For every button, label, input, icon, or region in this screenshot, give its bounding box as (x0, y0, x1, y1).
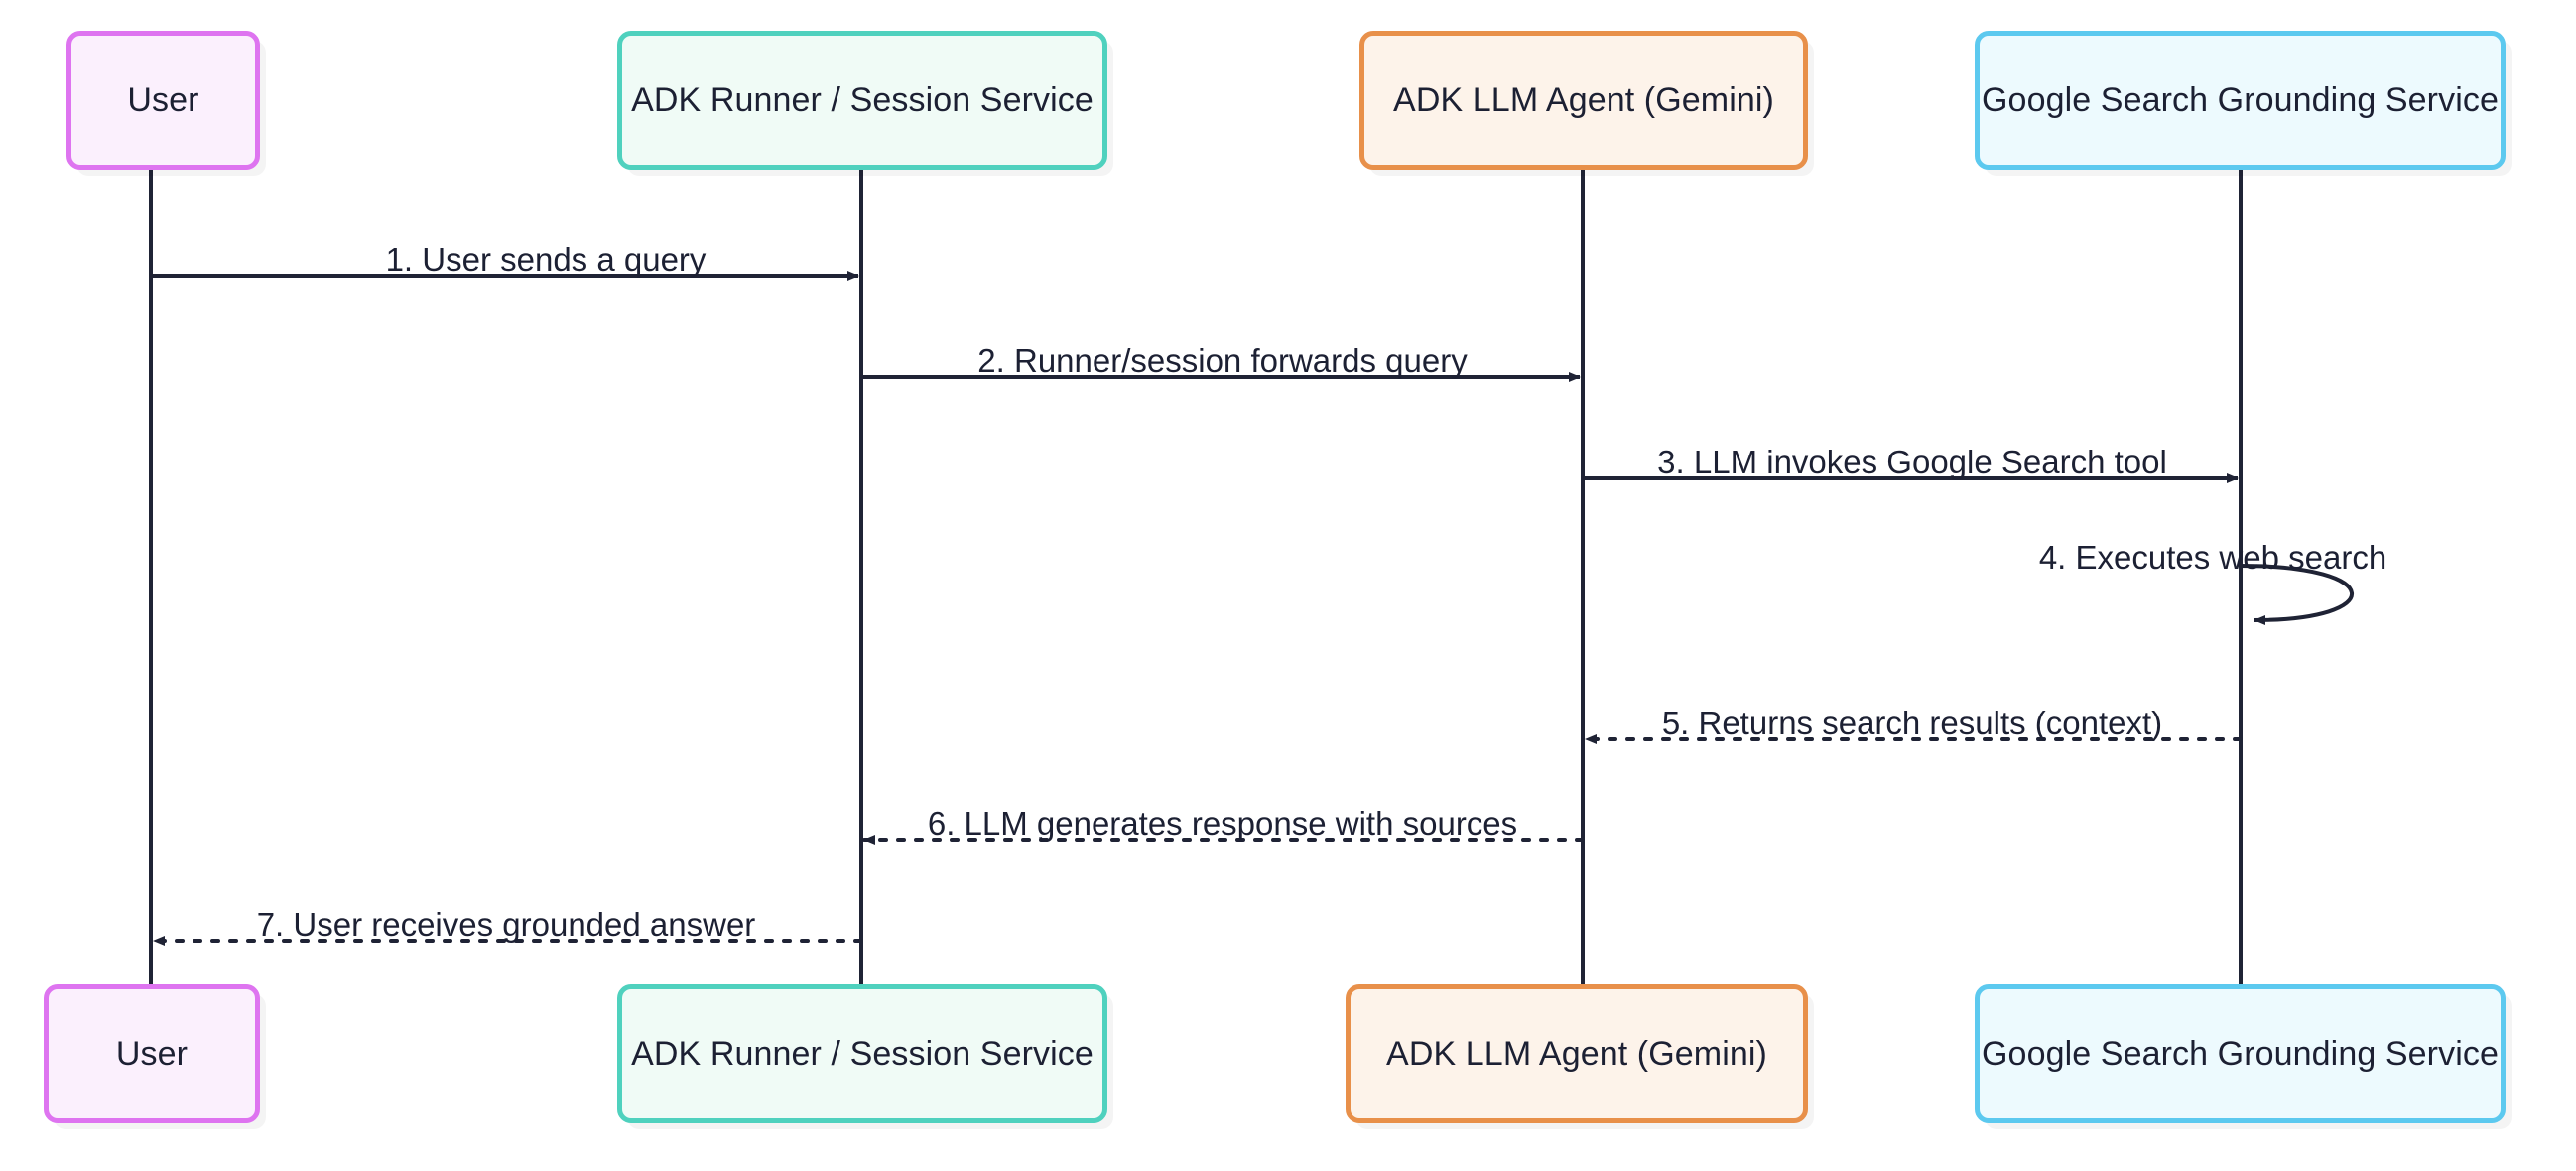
message-label-3: 3. LLM invokes Google Search tool (1657, 444, 2167, 480)
lifelines-group (149, 170, 2243, 984)
participant-footer-box-user[interactable]: User (44, 984, 260, 1123)
participant-box-runner[interactable]: ADK Runner / Session Service (617, 31, 1107, 170)
message-label-2: 2. Runner/session forwards query (977, 342, 1468, 379)
participant-label-agent: ADK LLM Agent (Gemini) (1393, 81, 1774, 119)
message-label-5: 5. Returns search results (context) (1661, 705, 2163, 741)
participant-box-user[interactable]: User (66, 31, 260, 170)
participant-footer-box-search[interactable]: Google Search Grounding Service (1975, 984, 2506, 1123)
participant-footer-box-agent[interactable]: ADK LLM Agent (Gemini) (1346, 984, 1808, 1123)
participant-footer-label-search: Google Search Grounding Service (1982, 1035, 2499, 1073)
messages-group (151, 271, 2354, 946)
message-label-4: 4. Executes web search (2038, 539, 2387, 576)
participant-footer-label-user: User (115, 1035, 189, 1073)
participant-footer-label-agent: ADK LLM Agent (Gemini) (1386, 1035, 1767, 1073)
message-label-7: 7. User receives grounded answer (256, 906, 756, 943)
participant-footer-label-runner: ADK Runner / Session Service (631, 1035, 1094, 1073)
participant-label-runner: ADK Runner / Session Service (631, 81, 1094, 119)
message-arrow-4 (2240, 564, 2354, 625)
message-label-6: 6. LLM generates response with sources (927, 805, 1518, 842)
participant-footer-box-runner[interactable]: ADK Runner / Session Service (617, 984, 1107, 1123)
participant-label-user: User (127, 81, 199, 119)
participant-box-agent[interactable]: ADK LLM Agent (Gemini) (1359, 31, 1808, 170)
participant-label-search: Google Search Grounding Service (1982, 81, 2499, 119)
message-label-1: 1. User sends a query (385, 241, 707, 278)
participant-box-search[interactable]: Google Search Grounding Service (1975, 31, 2506, 170)
